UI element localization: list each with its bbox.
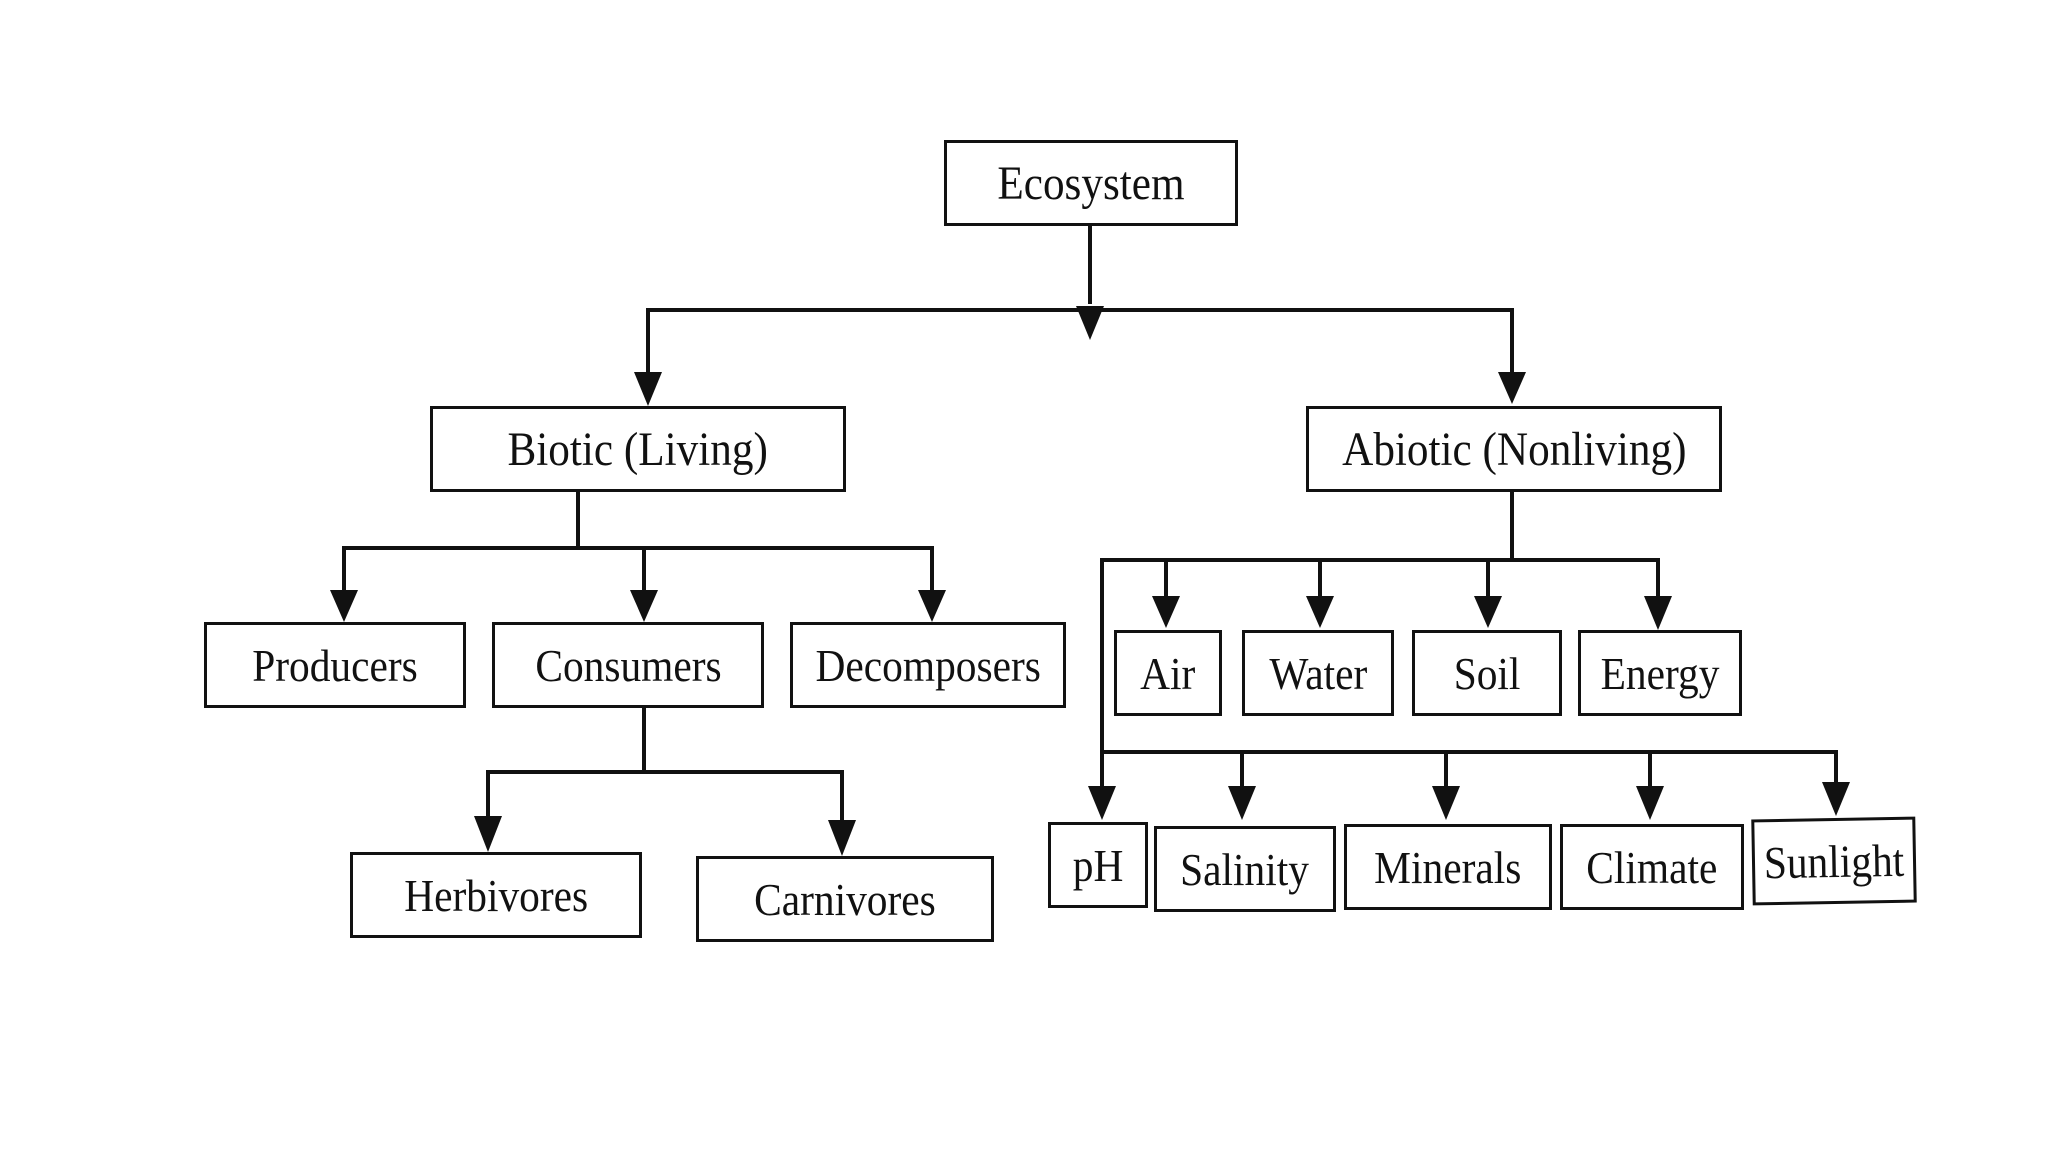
arrowhead-salinity: [1228, 786, 1256, 820]
arrowhead-root: [1076, 306, 1104, 340]
node-sunlight: Sunlight: [1751, 816, 1917, 906]
node-decomposers: Decomposers: [790, 622, 1066, 708]
arrowhead-energy: [1644, 596, 1672, 630]
node-consumers-label: Consumers: [534, 639, 722, 691]
node-sunlight-label: Sunlight: [1763, 834, 1905, 888]
node-biotic-label: Biotic (Living): [507, 422, 769, 476]
node-decomposers-label: Decomposers: [815, 639, 1041, 691]
node-carnivores-label: Carnivores: [754, 873, 936, 925]
arrowhead-consumers: [630, 590, 658, 622]
node-herbivores: Herbivores: [350, 852, 642, 938]
arrowhead-water: [1306, 596, 1334, 628]
arrowhead-ph: [1088, 786, 1116, 820]
arrowhead-abiotic: [1498, 372, 1526, 404]
node-salinity-label: Salinity: [1180, 843, 1310, 895]
node-producers: Producers: [204, 622, 466, 708]
node-consumers: Consumers: [492, 622, 764, 708]
node-ecosystem-label: Ecosystem: [997, 156, 1185, 210]
node-herbivores-label: Herbivores: [404, 869, 588, 921]
node-climate-label: Climate: [1586, 841, 1718, 893]
node-biotic: Biotic (Living): [430, 406, 846, 492]
node-air-label: Air: [1140, 647, 1196, 699]
arrowhead-herbivores: [474, 816, 502, 852]
node-ph-label: pH: [1072, 839, 1124, 891]
node-soil: Soil: [1412, 630, 1562, 716]
node-energy-label: Energy: [1600, 647, 1720, 699]
node-ecosystem: Ecosystem: [944, 140, 1238, 226]
node-ph: pH: [1048, 822, 1148, 908]
arrowhead-sunlight: [1822, 782, 1850, 816]
node-producers-label: Producers: [252, 639, 418, 691]
node-soil-label: Soil: [1453, 647, 1521, 699]
node-climate: Climate: [1560, 824, 1744, 910]
node-water: Water: [1242, 630, 1394, 716]
node-air: Air: [1114, 630, 1222, 716]
arrowhead-decomposers: [918, 590, 946, 622]
arrowhead-carnivores: [828, 820, 856, 856]
arrowhead-biotic: [634, 372, 662, 406]
node-minerals-label: Minerals: [1374, 841, 1522, 893]
arrowhead-soil: [1474, 596, 1502, 628]
node-minerals: Minerals: [1344, 824, 1552, 910]
node-abiotic: Abiotic (Nonliving): [1306, 406, 1722, 492]
node-abiotic-label: Abiotic (Nonliving): [1341, 422, 1687, 476]
node-energy: Energy: [1578, 630, 1742, 716]
arrowhead-producers: [330, 590, 358, 622]
arrowhead-minerals: [1432, 786, 1460, 820]
node-carnivores: Carnivores: [696, 856, 994, 942]
arrowhead-climate: [1636, 786, 1664, 820]
arrowhead-air: [1152, 596, 1180, 628]
node-water-label: Water: [1269, 647, 1367, 699]
node-salinity: Salinity: [1154, 826, 1336, 912]
